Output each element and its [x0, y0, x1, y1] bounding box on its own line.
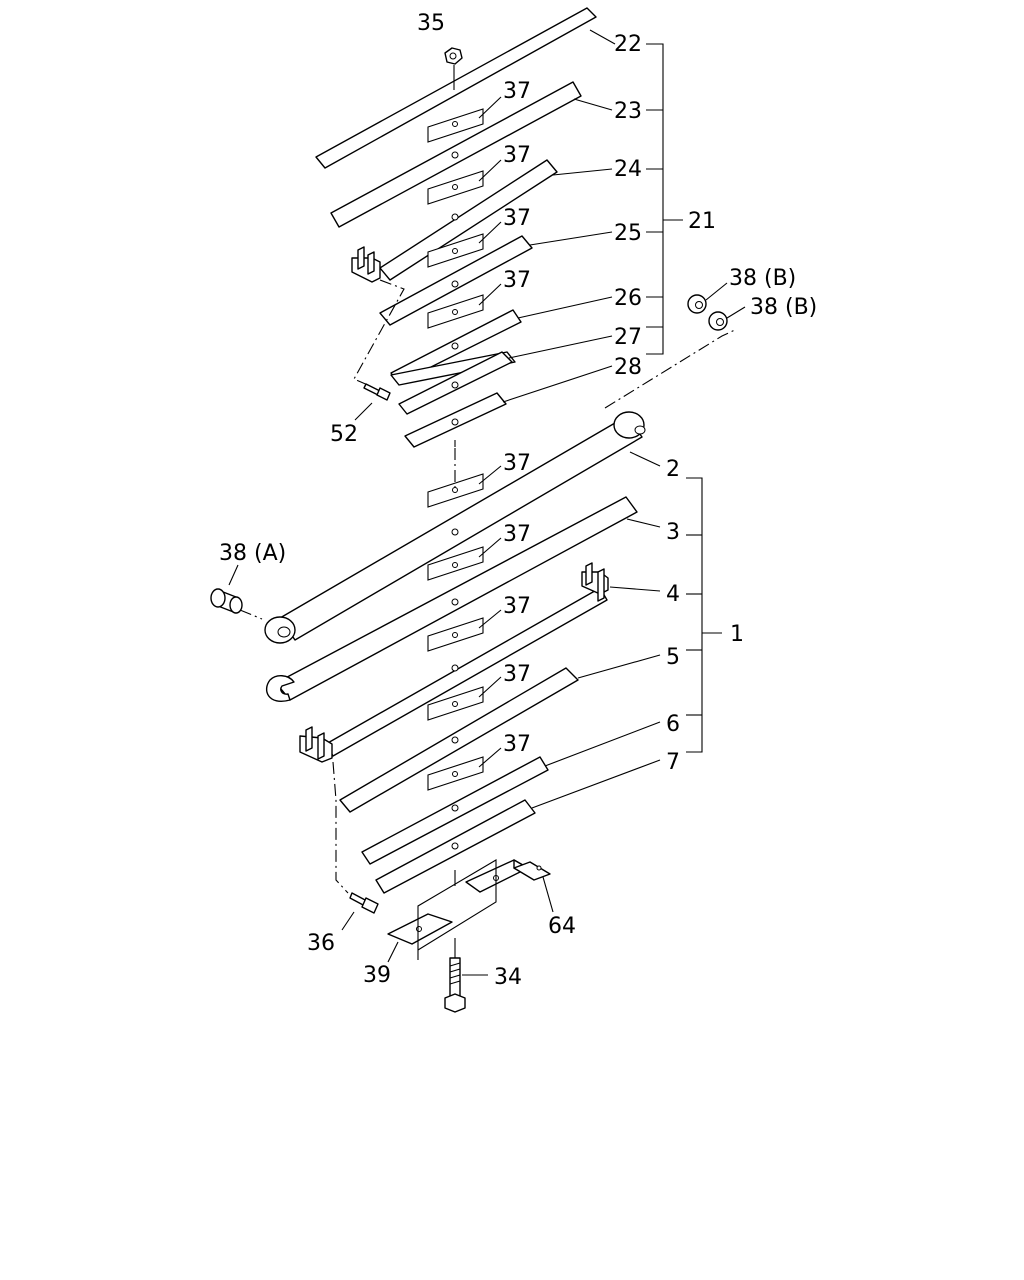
- label-21: 21: [688, 209, 716, 234]
- leaf-5: [339, 667, 579, 813]
- label-23: 23: [614, 99, 642, 124]
- label-2: 2: [666, 457, 680, 482]
- label-64: 64: [548, 914, 576, 939]
- label-1: 1: [730, 622, 744, 647]
- label-37: 37: [503, 79, 531, 104]
- label-38-b-lower: 38 (B): [750, 295, 817, 320]
- bolt-52: [363, 383, 391, 401]
- label-27: 27: [614, 325, 642, 350]
- label-37: 37: [503, 268, 531, 293]
- label-37: 37: [503, 662, 531, 687]
- pads-37: [427, 108, 484, 791]
- label-7: 7: [666, 750, 680, 775]
- label-37: 37: [503, 206, 531, 231]
- label-6: 6: [666, 712, 680, 737]
- label-37: 37: [503, 594, 531, 619]
- bushing-38-b-2: [708, 311, 728, 331]
- helper-spring-leaves: [315, 7, 597, 448]
- label-28: 28: [614, 355, 642, 380]
- label-22: 22: [614, 32, 642, 57]
- part-labels: 35 22 23 24 25 26 27 28 21 37 37 37 37 3…: [219, 11, 817, 990]
- label-37: 37: [503, 451, 531, 476]
- label-38-b-upper: 38 (B): [729, 266, 796, 291]
- bushing-38-b-1: [687, 294, 707, 314]
- label-36: 36: [307, 931, 335, 956]
- label-37: 37: [503, 143, 531, 168]
- bolt-36: [349, 892, 379, 914]
- alignment-lines: [239, 279, 738, 960]
- leaf-27: [390, 351, 516, 386]
- front-rebound-clip: [299, 726, 333, 763]
- leaf-22: [315, 7, 597, 169]
- label-35: 35: [417, 11, 445, 36]
- bushing-38-a: [210, 588, 243, 614]
- label-34: 34: [494, 965, 522, 990]
- leaf-24: [379, 159, 558, 281]
- label-3: 3: [666, 520, 680, 545]
- label-24: 24: [614, 157, 642, 182]
- leader-lines: [228, 29, 746, 976]
- label-37: 37: [503, 732, 531, 757]
- label-25: 25: [614, 221, 642, 246]
- label-26: 26: [614, 286, 642, 311]
- label-4: 4: [666, 582, 680, 607]
- label-5: 5: [666, 645, 680, 670]
- label-39: 39: [363, 963, 391, 988]
- label-37: 37: [503, 522, 531, 547]
- center-bolt-34: [444, 957, 466, 1013]
- upper-rebound-clip: [351, 246, 381, 283]
- leaf-25: [379, 235, 533, 326]
- label-52: 52: [330, 422, 358, 447]
- nut-35: [444, 47, 463, 90]
- plate-39: [387, 913, 453, 945]
- bracket-64: [465, 859, 551, 893]
- leaf-3-wrap: [265, 675, 295, 702]
- main-spring-leaves: [264, 411, 646, 894]
- rear-rebound-clip: [581, 562, 609, 602]
- label-38-a: 38 (A): [219, 541, 286, 566]
